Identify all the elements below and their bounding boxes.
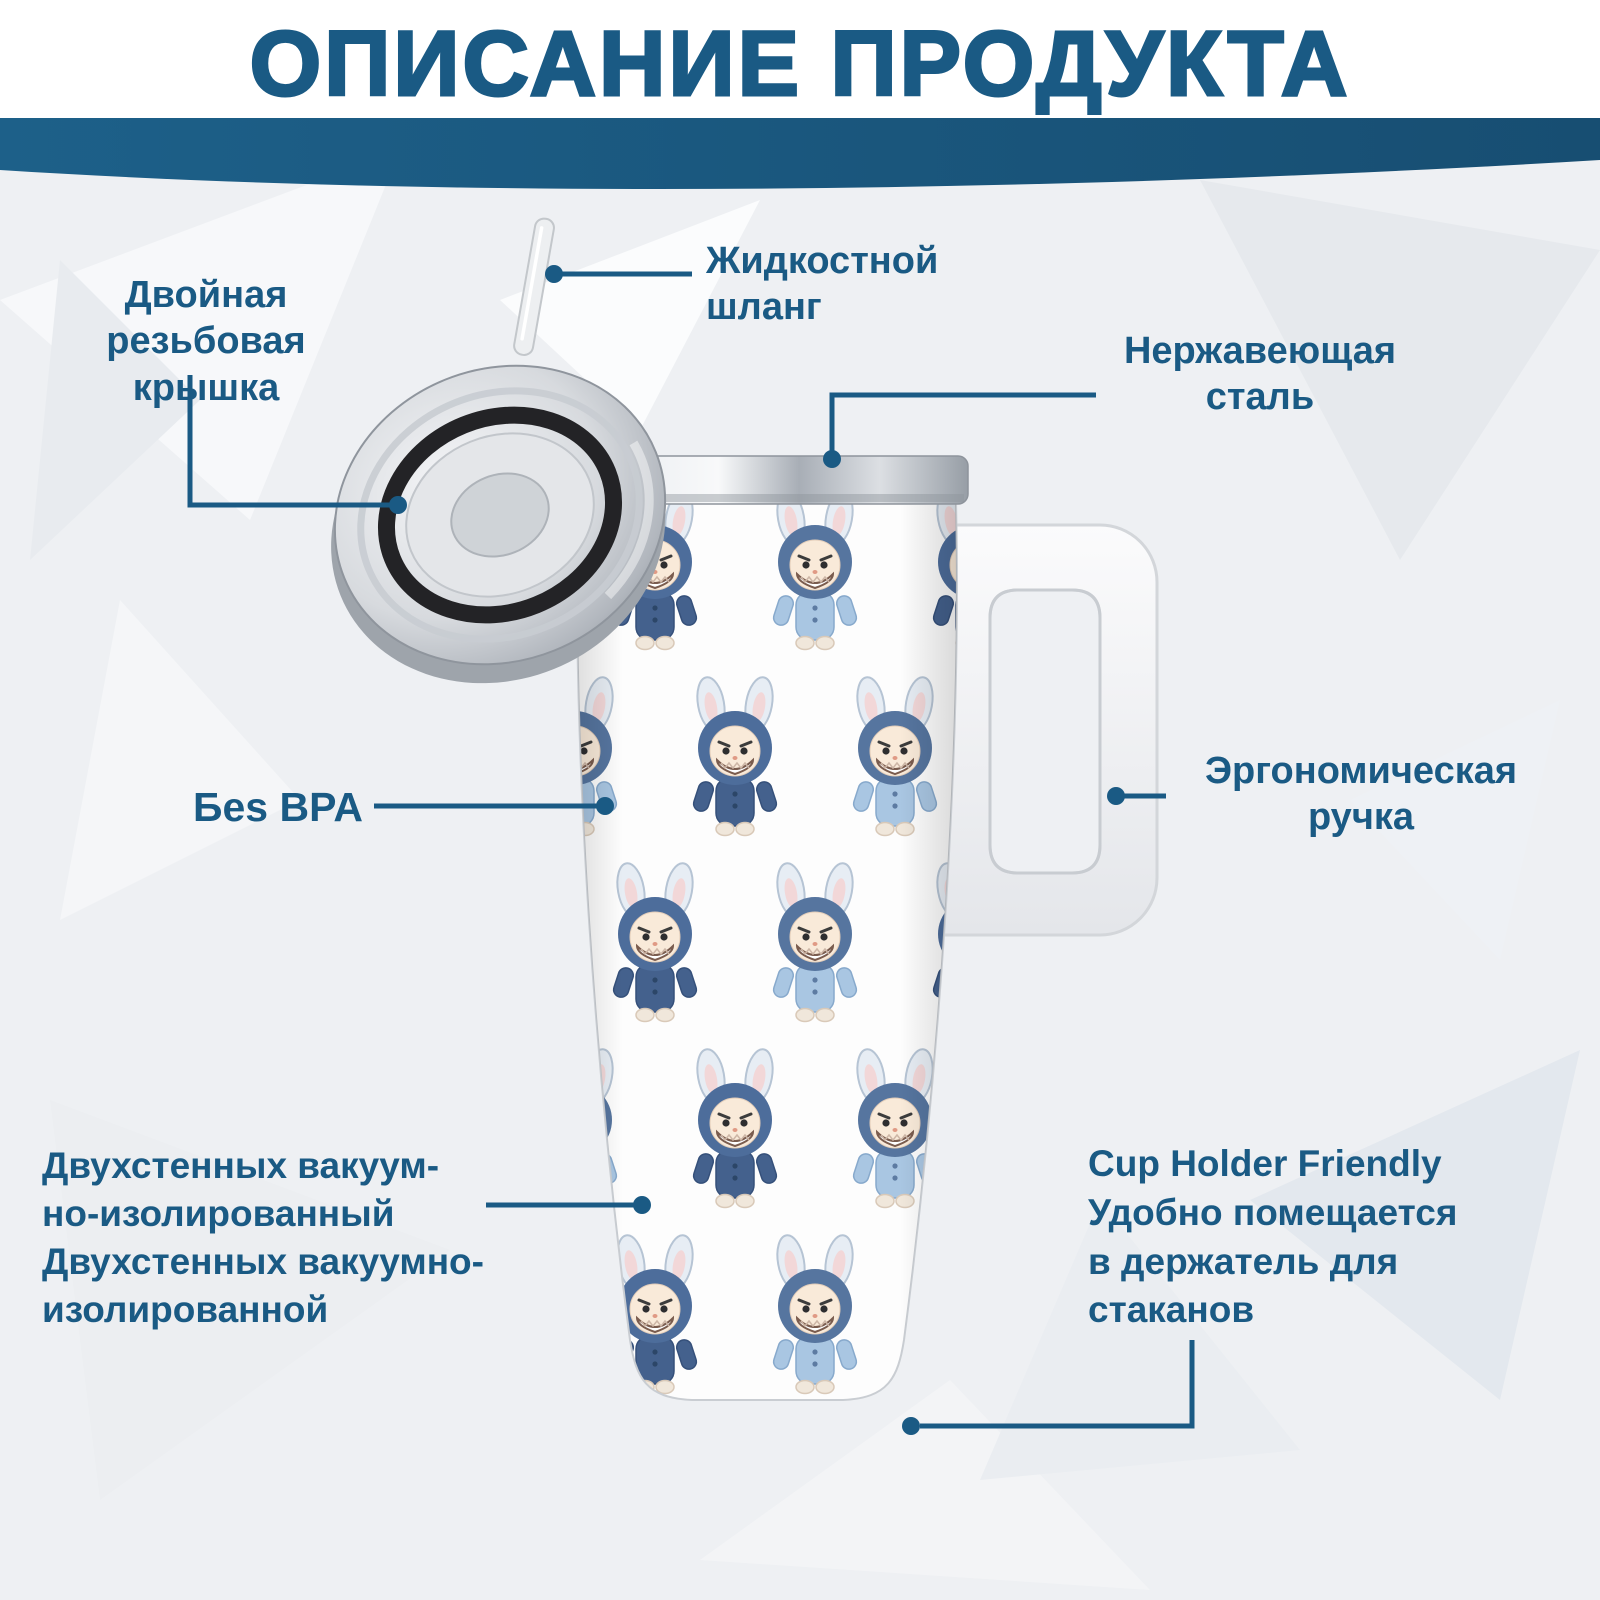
callout-label-vacuum: Двухстенных вакуум- но-изолированный Дву…	[42, 1145, 484, 1331]
tumbler-handle	[938, 523, 1159, 937]
callout-dot-vacuum	[633, 1196, 651, 1214]
callout-label-cupholder: Cup Holder Friendly Удобно помещается в …	[1088, 1143, 1458, 1331]
callout-label-handle: Эргономическая ручка	[1204, 750, 1518, 839]
callout-connectors	[187, 265, 1195, 1435]
callout-line-lid	[187, 375, 392, 508]
callout-dot-straw	[545, 265, 563, 283]
callout-dot-lid	[389, 496, 407, 514]
page-title: ОПИСАНИЕ ПРОДУКТА	[248, 12, 1351, 117]
tumbler-lid	[331, 364, 667, 684]
title-strip	[0, 0, 1600, 120]
callout-line-steel	[829, 392, 1096, 452]
callout-dot-bpa	[596, 797, 614, 815]
callout-label-steel: Нержавеющая сталь	[1123, 330, 1397, 419]
title-banner	[0, 118, 1600, 189]
callout-dot-cupholder	[902, 1417, 920, 1435]
callout-label-lid: Двойная резьбовая крышка	[106, 274, 306, 409]
callout-line-cupholder	[920, 1340, 1195, 1429]
callout-label-straw: Жидкостной шланг	[706, 240, 939, 329]
straw	[513, 217, 555, 356]
tumbler-body	[576, 501, 958, 1401]
callout-label-bpa: Бes BPA	[193, 784, 363, 830]
callout-dot-handle	[1107, 787, 1125, 805]
callout-dot-steel	[823, 450, 841, 468]
